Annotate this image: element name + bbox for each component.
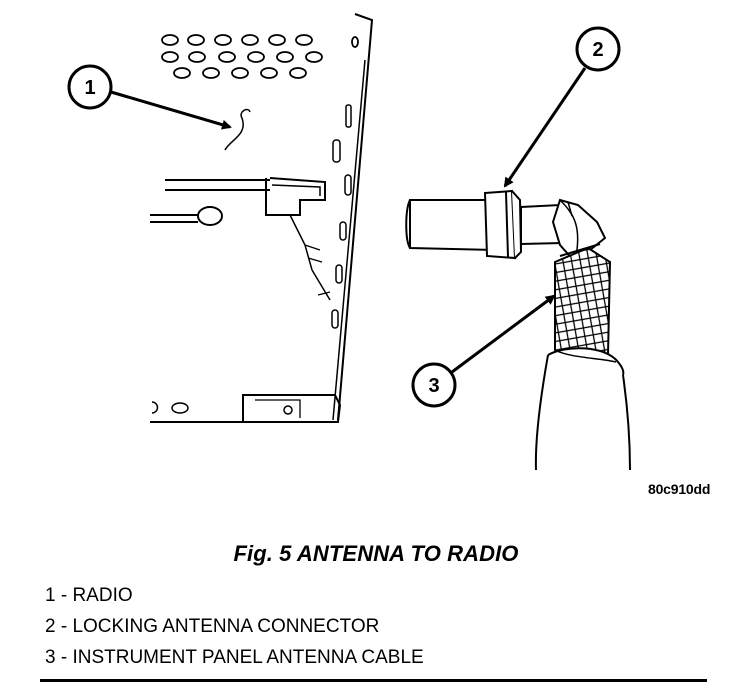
callout-2-arrow xyxy=(503,67,587,188)
callout-3-label: 3 xyxy=(428,375,439,397)
legend-list: 1 - RADIO 2 - LOCKING ANTENNA CONNECTOR … xyxy=(45,585,424,678)
antenna-cable xyxy=(534,347,631,471)
legend-item-antenna-connector: 2 - LOCKING ANTENNA CONNECTOR xyxy=(45,616,380,637)
legend-item-antenna-cable: 3 - INSTRUMENT PANEL ANTENNA CABLE xyxy=(45,647,424,668)
legend-item-radio: 1 - RADIO xyxy=(45,585,133,606)
callout-3-arrow xyxy=(451,294,556,374)
bottom-divider xyxy=(40,679,707,682)
diagram-figure: 1 xyxy=(67,13,711,497)
callout-2-label: 2 xyxy=(592,39,603,61)
radio-vent-holes xyxy=(161,34,359,79)
callout-1-label: 1 xyxy=(84,77,95,99)
callout-2: 2 xyxy=(503,26,621,188)
figure-caption: Fig. 5 ANTENNA TO RADIO xyxy=(233,541,519,566)
callout-1-arrow xyxy=(110,90,232,130)
callout-1: 1 xyxy=(67,64,232,130)
antenna-cable-braid xyxy=(554,243,612,360)
figure-image-id: 80c910dd xyxy=(648,481,711,497)
callout-3: 3 xyxy=(411,294,556,408)
radio-chassis xyxy=(150,13,374,423)
diagram-drawing: 1 xyxy=(67,13,631,471)
